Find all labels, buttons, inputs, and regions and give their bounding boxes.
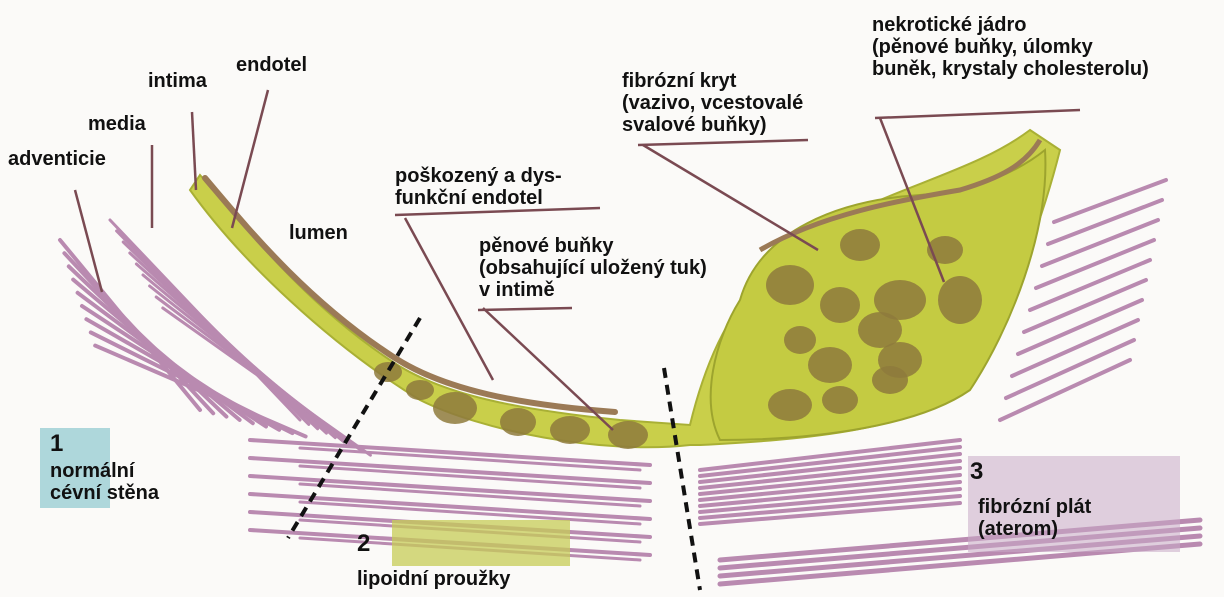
muscle-fiber	[1042, 220, 1158, 266]
panel-3-number: 3	[970, 458, 983, 486]
label-endotel: endotel	[236, 54, 307, 76]
foam-cells-line-1: pěnové buňky	[479, 235, 707, 257]
leader-intima	[192, 112, 196, 190]
necrotic-core-line-3: buněk, krystaly cholesterolu)	[872, 58, 1149, 80]
underline-fibrous	[638, 140, 808, 145]
panel-1-line-1: normální	[50, 460, 159, 482]
panel-2-caption: lipoidní proužky	[357, 568, 510, 590]
fibrous-cap-line-3: svalové buňky)	[622, 114, 803, 136]
underline-foam	[478, 308, 572, 310]
muscle-fiber	[300, 466, 640, 488]
label-damaged-endothelium: poškozený a dys- funkční endotel	[395, 165, 562, 209]
divider-2-3	[664, 368, 700, 590]
necrotic-core-line-2: (pěnové buňky, úlomky	[872, 36, 1149, 58]
foam-cell-nucleus	[406, 380, 434, 400]
underline-damaged	[395, 208, 600, 215]
muscle-fiber	[300, 448, 640, 470]
label-fibrous-cap: fibrózní kryt (vazivo, vcestovalé svalov…	[622, 70, 803, 136]
label-adventicie: adventicie	[8, 148, 106, 170]
panel-1-number: 1	[50, 430, 63, 458]
panel-3-caption: fibrózní plát (aterom)	[978, 496, 1091, 540]
foam-cell-nucleus	[374, 362, 402, 382]
label-necrotic-core: nekrotické jádro (pěnové buňky, úlomky b…	[872, 14, 1149, 80]
panel-3-line-1: fibrózní plát	[978, 496, 1091, 518]
label-lumen: lumen	[289, 222, 348, 244]
foam-cell-nucleus	[768, 389, 812, 421]
foam-cell-nucleus	[433, 392, 477, 424]
panel-2-box	[392, 520, 570, 566]
leader-endotel	[232, 90, 268, 228]
panel-1-line-2: cévní stěna	[50, 482, 159, 504]
panel-3-line-2: (aterom)	[978, 518, 1091, 540]
foam-cells-line-3: v intimě	[479, 279, 707, 301]
foam-cell-nucleus	[822, 386, 858, 414]
underline-necrotic	[875, 110, 1080, 118]
label-foam-cells: pěnové buňky (obsahující uložený tuk) v …	[479, 235, 707, 301]
foam-cell-nucleus	[938, 276, 982, 324]
panel-1-caption: normální cévní stěna	[50, 460, 159, 504]
fibrous-cap-line-2: (vazivo, vcestovalé	[622, 92, 803, 114]
label-media: media	[88, 113, 146, 135]
muscle-fiber	[1054, 180, 1166, 222]
foam-cell-nucleus	[840, 229, 880, 261]
damaged-endothelium-line-1: poškozený a dys-	[395, 165, 562, 187]
panel-2-line-1: lipoidní proužky	[357, 568, 510, 590]
panel-2-number: 2	[357, 530, 370, 558]
fibrous-cap-line-1: fibrózní kryt	[622, 70, 803, 92]
necrotic-core-line-1: nekrotické jádro	[872, 14, 1149, 36]
foam-cell-nucleus	[872, 366, 908, 394]
foam-cell-nucleus	[820, 287, 860, 323]
foam-cell-nucleus	[808, 347, 852, 383]
foam-cell-nucleus	[766, 265, 814, 305]
foam-cell-nucleus	[608, 421, 648, 449]
foam-cell-nucleus	[550, 416, 590, 444]
foam-cell-nucleus	[784, 326, 816, 354]
muscle-fiber	[1048, 200, 1162, 244]
foam-cells-line-2: (obsahující uložený tuk)	[479, 257, 707, 279]
muscle-fiber	[300, 484, 640, 506]
foam-cell-nucleus	[500, 408, 536, 436]
label-intima: intima	[148, 70, 207, 92]
damaged-endothelium-line-2: funkční endotel	[395, 187, 562, 209]
